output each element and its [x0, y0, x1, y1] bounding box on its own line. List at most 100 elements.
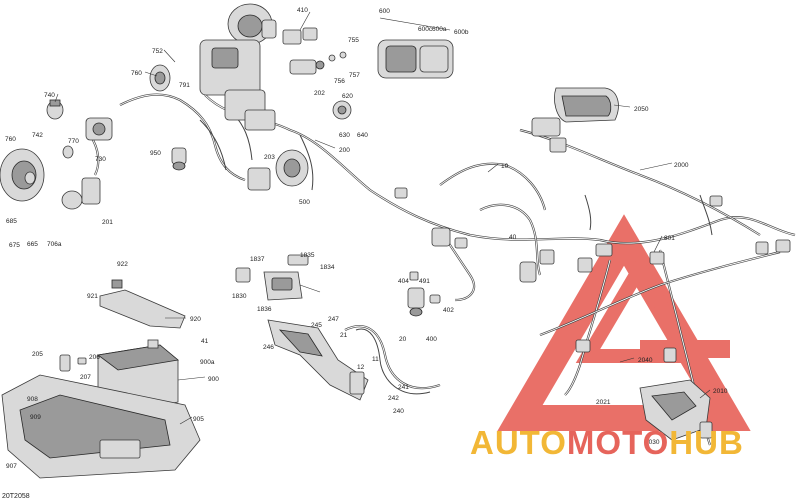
callout-1837: 1837	[250, 256, 265, 263]
connector-block	[531, 117, 567, 153]
callout-410: 410	[297, 7, 308, 14]
callout-1834: 1834	[320, 264, 335, 271]
callout-620: 620	[342, 93, 353, 100]
callout-665: 665	[27, 241, 38, 248]
callout-630: 630	[339, 132, 350, 139]
callout-246: 246	[263, 344, 274, 351]
watermark-text: AUTOMOTOHUB	[470, 424, 744, 462]
diagram-reference-number: 20T2058	[2, 493, 30, 500]
callout-245: 245	[311, 322, 322, 329]
callout-12: 12	[357, 364, 365, 371]
relay-410	[282, 27, 318, 45]
callout-920: 920	[190, 316, 201, 323]
module-500	[247, 149, 309, 191]
leader-lines	[54, 11, 711, 425]
callout-760a: 760	[131, 70, 142, 77]
callout-2021: 2021	[596, 399, 611, 406]
callout-240: 240	[393, 408, 404, 415]
bracket-240	[267, 319, 369, 401]
callout-41: 41	[201, 338, 209, 345]
watermark-text-part-2: MOTO	[566, 424, 670, 461]
callout-770: 770	[68, 138, 79, 145]
callout-706a: 706a	[47, 241, 62, 248]
callout-950: 950	[150, 150, 161, 157]
battery-strap-920	[99, 279, 186, 329]
callout-922: 922	[117, 261, 128, 268]
callout-404: 404	[398, 278, 409, 285]
callout-908: 908	[27, 396, 38, 403]
socket-730	[85, 117, 113, 141]
callout-205: 205	[32, 351, 43, 358]
callout-801: 801	[664, 235, 675, 242]
callout-2010: 2010	[713, 388, 728, 395]
callout-247: 247	[328, 316, 339, 323]
sensor-400	[407, 271, 441, 317]
ecu-cluster	[199, 39, 276, 131]
harness-connectors	[394, 187, 791, 283]
display-hood-2050	[554, 87, 619, 123]
callout-400: 400	[426, 336, 437, 343]
callout-500: 500	[299, 199, 310, 206]
callout-755: 755	[348, 37, 359, 44]
callout-742: 742	[32, 132, 43, 139]
callout-20: 20	[399, 336, 407, 343]
callout-791: 791	[179, 82, 190, 89]
callout-907: 907	[6, 463, 17, 470]
callout-730: 730	[95, 156, 106, 163]
battery-tray-905	[1, 374, 201, 479]
callout-2000: 2000	[674, 162, 689, 169]
switch-assembly-1830	[235, 254, 321, 301]
callout-491: 491	[419, 278, 430, 285]
callout-900: 900	[208, 376, 219, 383]
bracket-2010	[575, 339, 713, 441]
headlight-top	[227, 3, 277, 45]
connector-950	[171, 147, 187, 171]
callout-201: 201	[102, 219, 113, 226]
callout-757: 757	[349, 72, 360, 79]
callout-756: 756	[334, 78, 345, 85]
callout-1830: 1830	[232, 293, 247, 300]
terminal-205	[59, 354, 87, 372]
cable-20	[355, 328, 431, 395]
callout-900a: 900a	[200, 359, 215, 366]
sensor-620	[332, 100, 352, 120]
callout-402: 402	[443, 307, 454, 314]
small-lamp-740	[46, 99, 64, 120]
callout-2050: 2050	[634, 106, 649, 113]
callout-600a: 600a	[432, 26, 447, 33]
callout-2030: 2030	[645, 439, 660, 446]
callout-1836: 1836	[257, 306, 272, 313]
wiring-harness	[89, 93, 796, 446]
callout-905: 905	[193, 416, 204, 423]
callout-600: 600	[379, 8, 390, 15]
callout-21: 21	[340, 332, 348, 339]
callout-685: 685	[6, 218, 17, 225]
callout-200: 200	[339, 147, 350, 154]
callout-752: 752	[152, 48, 163, 55]
callout-600c: 600c	[418, 26, 433, 33]
callout-242: 242	[388, 395, 399, 402]
bulb-holder-201	[61, 177, 101, 210]
callout-40: 40	[509, 234, 517, 241]
callout-202: 202	[314, 90, 325, 97]
callout-675: 675	[9, 242, 20, 249]
callout-241: 241	[398, 384, 409, 391]
gauge-cluster-600	[377, 17, 454, 79]
callout-1835: 1835	[300, 252, 315, 259]
callout-203: 203	[264, 154, 275, 161]
callout-207: 207	[80, 374, 91, 381]
callout-600b: 600b	[454, 29, 469, 36]
callout-640: 640	[357, 132, 368, 139]
callout-2040: 2040	[638, 357, 653, 364]
fog-lamp	[149, 64, 171, 92]
bulb-770	[62, 145, 74, 159]
callout-10: 10	[501, 163, 509, 170]
watermark-text-part-3: HUB	[669, 424, 744, 461]
callout-760b: 760	[5, 136, 16, 143]
callout-740: 740	[44, 92, 55, 99]
switch-202	[289, 51, 347, 75]
callout-921: 921	[87, 293, 98, 300]
callout-11: 11	[372, 356, 379, 363]
